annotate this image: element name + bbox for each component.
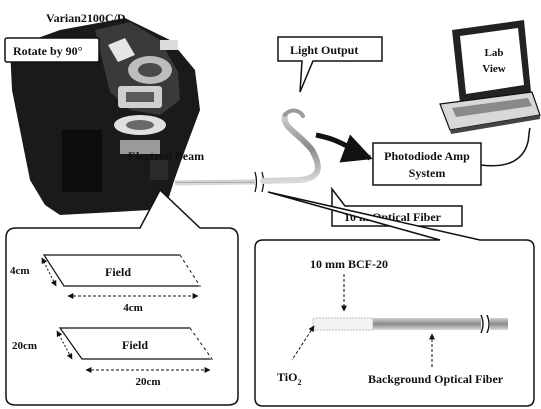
scintillator-label: 10 mm BCF-20 bbox=[310, 257, 388, 271]
laptop-icon: Lab View bbox=[440, 20, 540, 134]
large-field-side-label: 20cm bbox=[12, 340, 37, 352]
machine-title: Varian2100C/D bbox=[46, 11, 126, 25]
background-fiber-label: Background Optical Fiber bbox=[368, 372, 504, 386]
detector-panel: 10 mm BCF-20 TiO2 Background Optical Fib… bbox=[255, 192, 534, 406]
large-field-bottom-label: 20cm bbox=[135, 376, 160, 388]
light-output-callout: Light Output bbox=[278, 37, 382, 92]
fiber-to-amp-arrow bbox=[316, 135, 370, 158]
amp-label-line1: Photodiode Amp bbox=[384, 149, 470, 163]
laptop-label-line2: View bbox=[482, 63, 505, 75]
small-field-side-label: 4cm bbox=[10, 265, 30, 277]
field-size-panel: Field 4cm 4cm Field 20cm 20cm bbox=[6, 190, 238, 405]
rotate-label: Rotate by 90° bbox=[13, 44, 83, 58]
amp-laptop-cable bbox=[481, 128, 530, 166]
laptop-label-line1: Lab bbox=[485, 47, 504, 59]
electron-beam-label: Electron Beam bbox=[128, 149, 204, 163]
amp-label-line2: System bbox=[409, 166, 446, 180]
large-field-label: Field bbox=[122, 338, 148, 352]
light-output-label: Light Output bbox=[290, 43, 358, 57]
small-field-label: Field bbox=[105, 265, 131, 279]
small-field-bottom-label: 4cm bbox=[123, 302, 143, 314]
rotate-callout: Rotate by 90° bbox=[5, 38, 99, 62]
photodiode-amp-box: Photodiode Amp System bbox=[373, 143, 481, 185]
